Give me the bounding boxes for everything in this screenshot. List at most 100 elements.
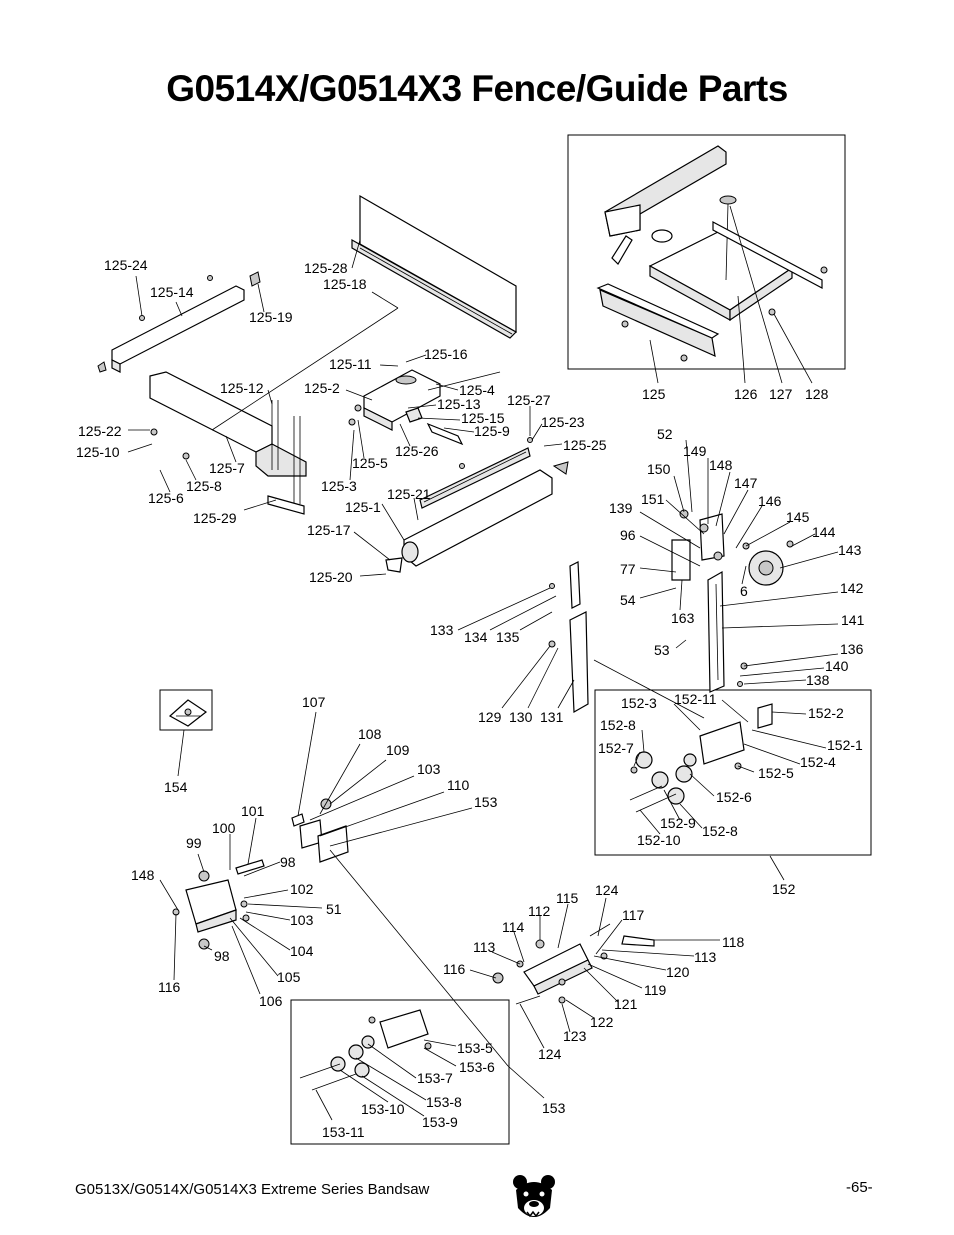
callout-153-lower: 153 [542,1100,566,1116]
callout-125-14: 125-14 [150,284,194,300]
callout-125-29: 125-29 [193,510,237,526]
callout-125: 125 [642,386,666,402]
callout-142: 142 [840,580,864,596]
callout-133: 133 [430,622,454,638]
callout-150: 150 [647,461,671,477]
callout-125-7: 125-7 [209,460,245,476]
callout-125-6: 125-6 [148,490,184,506]
callout-114: 114 [502,919,525,935]
callout-154: 154 [164,779,188,795]
callout-125-17: 125-17 [307,522,351,538]
callout-125-12: 125-12 [220,380,264,396]
callout-152: 152 [772,881,796,897]
callout-122: 122 [590,1014,614,1030]
callout-117: 117 [622,907,645,923]
callout-124-upper: 124 [595,882,619,898]
bear-logo-icon [512,1172,556,1229]
callout-53: 53 [654,642,670,658]
callout-125-23: 125-23 [541,414,585,430]
callout-153-8: 153-8 [426,1094,462,1110]
callout-100: 100 [212,820,236,836]
inset-box-guide-153 [290,999,510,1145]
lower-guide-assembly [172,798,349,950]
callout-125-13: 125-13 [437,396,481,412]
callout-123: 123 [563,1028,587,1044]
callout-125-24: 125-24 [104,257,148,273]
callout-120: 120 [666,964,690,980]
callout-147: 147 [734,475,758,491]
callout-103-upper: 103 [417,761,441,777]
callout-113-right: 113 [694,949,717,965]
footer-manual-title: G0513X/G0514X/G0514X3 Extreme Series Ban… [75,1181,430,1198]
page-title: G0514X/G0514X3 Fence/Guide Parts [166,68,788,109]
callout-103-lower: 103 [290,912,314,928]
callout-139: 139 [609,500,633,516]
guide-152-parts [629,703,773,813]
callout-125-5: 125-5 [352,455,388,471]
callout-124-lower: 124 [538,1046,562,1062]
callout-152-5: 152-5 [758,765,794,781]
callout-143: 143 [838,542,862,558]
callout-125-21: 125-21 [387,486,431,502]
callout-131: 131 [540,709,564,725]
callout-125-27: 125-27 [507,392,551,408]
callout-116-left: 116 [158,979,181,995]
callout-109: 109 [386,742,410,758]
callout-125-8: 125-8 [186,478,222,494]
callout-153-10: 153-10 [361,1101,405,1117]
inset-box-154 [159,689,213,731]
callout-135: 135 [496,629,520,645]
callout-118: 118 [722,934,745,950]
guide-153-parts [299,1009,432,1091]
callout-96: 96 [620,527,636,543]
callout-125-20: 125-20 [309,569,353,585]
callout-115: 115 [556,890,579,906]
callout-149: 149 [683,443,707,459]
callout-51: 51 [326,901,342,917]
callout-77: 77 [620,561,636,577]
callout-153-11: 153-11 [322,1124,365,1140]
callout-128: 128 [805,386,829,402]
callout-152-3: 152-3 [621,695,657,711]
callout-152-1: 152-1 [827,737,863,753]
callout-152-11: 152-11 [674,691,717,707]
callout-125-4: 125-4 [459,382,495,398]
callout-98-upper: 98 [280,854,296,870]
callout-146: 146 [758,493,782,509]
callout-145: 145 [786,509,810,525]
callout-125-18: 125-18 [323,276,367,292]
callout-152-9: 152-9 [660,815,696,831]
callout-148-upper: 148 [709,457,733,473]
callout-152-8-lower: 152-8 [702,823,738,839]
fence-carriage-125-2 [348,369,501,446]
callout-116-right: 116 [443,961,466,977]
callout-105: 105 [277,969,301,985]
callout-110: 110 [447,777,470,793]
callout-99: 99 [186,835,202,851]
callout-141: 141 [841,612,865,628]
callout-144: 144 [812,524,836,540]
callout-125-16: 125-16 [424,346,468,362]
callout-113-left: 113 [473,939,496,955]
callout-134: 134 [464,629,488,645]
callout-163: 163 [671,610,695,626]
callout-148-lower: 148 [131,867,155,883]
callout-125-25: 125-25 [563,437,607,453]
callout-106: 106 [259,993,283,1009]
callout-152-2: 152-2 [808,705,844,721]
callout-125-28: 125-28 [304,260,348,276]
callout-125-10: 125-10 [76,444,120,460]
callout-126: 126 [734,386,758,402]
callout-125-11: 125-11 [329,356,372,372]
callout-112: 112 [528,903,551,919]
callout-136: 136 [840,641,864,657]
callout-102: 102 [290,881,314,897]
callout-98-lower: 98 [214,948,230,964]
callout-151: 151 [641,491,665,507]
callout-153-upper: 153 [474,794,498,810]
callout-125-1: 125-1 [345,499,381,515]
leader-lines [127,239,839,1121]
rear-rail-125-14 [97,271,261,373]
callout-153-6: 153-6 [459,1059,495,1075]
